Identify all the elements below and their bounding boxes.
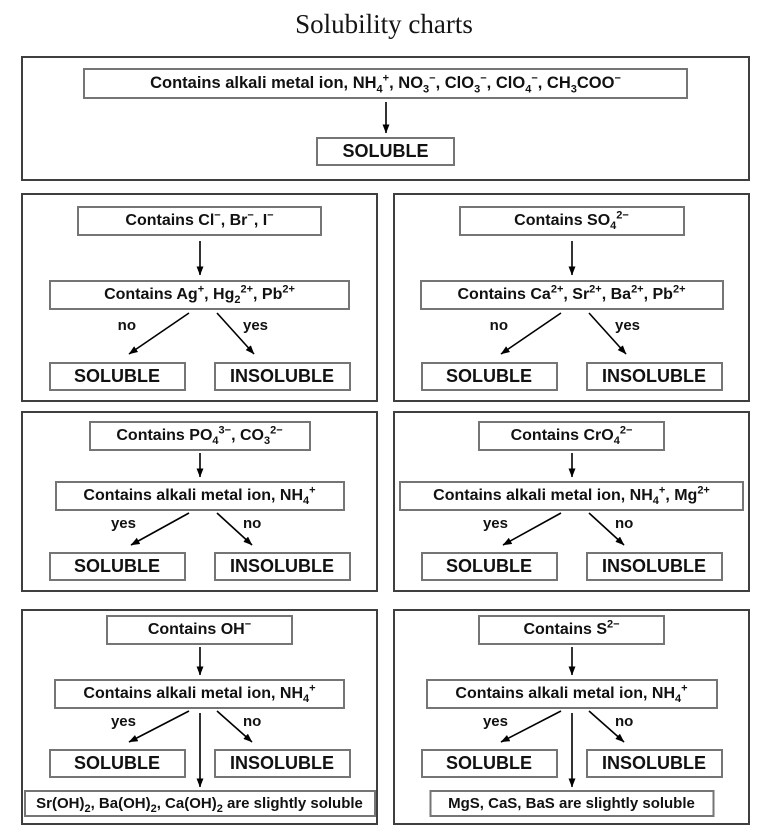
down-arrow-icon [568, 647, 575, 676]
condition-box: Contains alkali metal ion, NH4+, Mg2+ [399, 481, 744, 512]
panel-hydroxide: Contains OH− Contains alkali metal ion, … [21, 609, 378, 826]
panel-phosphate-carbonate: Contains PO43−, CO32− Contains alkali me… [21, 411, 378, 593]
note-box: Sr(OH)2, Ba(OH)2, Ca(OH)2 are slightly s… [23, 790, 376, 818]
result-box-soluble: SOLUBLE [420, 362, 558, 392]
branch-label-right: no [243, 515, 262, 533]
branch-label-left: yes [482, 713, 508, 731]
branch-label-right: no [243, 713, 262, 731]
branch-label-right: yes [615, 317, 641, 335]
branch-label-left: yes [110, 515, 136, 533]
condition-box: Contains S2− [478, 615, 665, 646]
result-box-soluble: SOLUBLE [48, 362, 186, 392]
results-row: SOLUBLE INSOLUBLE [48, 749, 351, 779]
branch-arrows-icon [502, 512, 625, 547]
result-box-insoluble: INSOLUBLE [213, 749, 351, 779]
branch-arrows-icon [128, 312, 255, 356]
branch-arrows-icon [130, 512, 253, 547]
branch-arrows-icon [500, 312, 627, 356]
panel-alkali-nitrate: Contains alkali metal ion, NH4+, NO3−, C… [21, 56, 750, 182]
panel-sulfide: Contains S2− Contains alkali metal ion, … [393, 609, 750, 826]
condition-box: Contains PO43−, CO32− [88, 421, 311, 452]
condition-box: Contains OH− [106, 615, 293, 646]
result-box-insoluble: INSOLUBLE [585, 749, 723, 779]
center-down-arrow-icon [568, 713, 575, 788]
branch-area: no yes [395, 310, 748, 362]
condition-box: Contains SO42− [458, 206, 685, 237]
branch-arrows-icon [128, 710, 253, 744]
down-arrow-icon [382, 102, 389, 134]
results-row: SOLUBLE INSOLUBLE [48, 362, 351, 392]
condition-box: Contains Ag+, Hg22+, Pb2+ [49, 280, 350, 311]
result-box-insoluble: INSOLUBLE [213, 552, 351, 582]
flowchart-row: Contains OH− Contains alkali metal ion, … [21, 609, 750, 826]
condition-box: Contains CrO42− [478, 421, 665, 452]
panel-sulfate: Contains SO42− Contains Ca2+, Sr2+, Ba2+… [393, 193, 750, 403]
result-box-soluble: SOLUBLE [420, 552, 558, 582]
down-arrow-icon [196, 241, 203, 276]
results-row: SOLUBLE INSOLUBLE [420, 552, 723, 582]
condition-box: Contains alkali metal ion, NH4+ [54, 481, 345, 512]
condition-box: Contains alkali metal ion, NH4+, NO3−, C… [83, 68, 688, 100]
branch-label-left: yes [482, 515, 508, 533]
branch-label-right: no [615, 515, 634, 533]
results-row: SOLUBLE INSOLUBLE [420, 749, 723, 779]
branch-area: yes no [23, 709, 376, 749]
result-box-insoluble: INSOLUBLE [585, 362, 723, 392]
branch-label-left: yes [110, 713, 136, 731]
branch-label-left: no [117, 317, 136, 335]
result-box-insoluble: INSOLUBLE [213, 362, 351, 392]
results-row: SOLUBLE INSOLUBLE [48, 552, 351, 582]
branch-area: no yes [23, 310, 376, 362]
condition-box: Contains alkali metal ion, NH4+ [425, 679, 718, 710]
result-box-soluble: SOLUBLE [48, 749, 186, 779]
panel-chromate: Contains CrO42− Contains alkali metal io… [393, 411, 750, 593]
down-arrow-icon [196, 453, 203, 478]
down-arrow-icon [196, 647, 203, 676]
results-row: SOLUBLE INSOLUBLE [420, 362, 723, 392]
note-box: MgS, CaS, BaS are slightly soluble [429, 790, 714, 818]
center-down-arrow-icon [196, 713, 203, 788]
result-box-insoluble: INSOLUBLE [585, 552, 723, 582]
branch-label-right: yes [243, 317, 269, 335]
result-box-soluble: SOLUBLE [420, 749, 558, 779]
panel-halides: Contains Cl−, Br−, I− Contains Ag+, Hg22… [21, 193, 378, 403]
down-arrow-icon [568, 453, 575, 478]
branch-area: yes no [395, 511, 748, 552]
down-arrow-icon [568, 241, 575, 276]
flowchart-row: Contains Cl−, Br−, I− Contains Ag+, Hg22… [21, 193, 750, 403]
result-box-soluble: SOLUBLE [316, 137, 455, 167]
branch-label-right: no [615, 713, 634, 731]
branch-area: yes no [395, 709, 748, 749]
result-box-soluble: SOLUBLE [48, 552, 186, 582]
branch-arrows-icon [500, 710, 625, 744]
page-title: Solubility charts [295, 9, 473, 39]
condition-box: Contains Cl−, Br−, I− [77, 206, 322, 237]
condition-box: Contains Ca2+, Sr2+, Ba2+, Pb2+ [419, 280, 724, 311]
condition-box: Contains alkali metal ion, NH4+ [54, 679, 345, 710]
branch-label-left: no [489, 317, 508, 335]
flowchart-row: Contains PO43−, CO32− Contains alkali me… [21, 411, 750, 593]
branch-area: yes no [23, 511, 376, 552]
